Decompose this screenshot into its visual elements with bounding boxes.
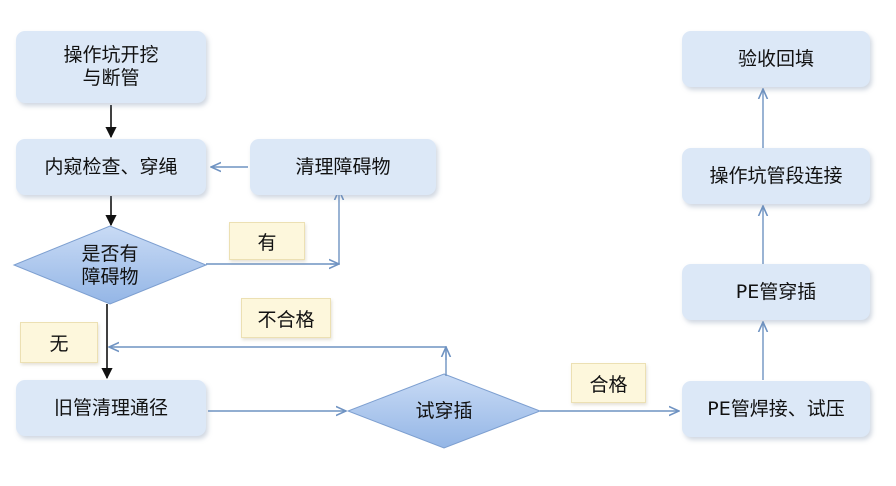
decision-trial-label: 试穿插 bbox=[415, 399, 473, 422]
label-unqualified: 不合格 bbox=[241, 298, 331, 338]
node-pit-connect: 操作坑管段连接 bbox=[682, 148, 870, 204]
label-no: 无 bbox=[20, 322, 98, 363]
decision-obstacle-diamond bbox=[12, 225, 208, 305]
decision-obstacle-label: 是否有 障碍物 bbox=[81, 243, 139, 288]
node-clear-obstacle: 清理障碍物 bbox=[250, 139, 436, 195]
node-weld-test: PE管焊接、试压 bbox=[682, 381, 870, 437]
decision-trial-diamond bbox=[346, 373, 542, 449]
label-yes: 有 bbox=[229, 222, 305, 260]
label-qualified: 合格 bbox=[571, 363, 646, 403]
arrow-trial-fail-back bbox=[109, 347, 447, 376]
node-clean-path: 旧管清理通径 bbox=[16, 380, 206, 436]
node-inspect: 内窥检查、穿绳 bbox=[16, 139, 206, 195]
node-excavate: 操作坑开挖 与断管 bbox=[16, 31, 206, 103]
node-accept-backfill: 验收回填 bbox=[682, 31, 870, 87]
node-pe-insert: PE管穿插 bbox=[682, 264, 870, 320]
